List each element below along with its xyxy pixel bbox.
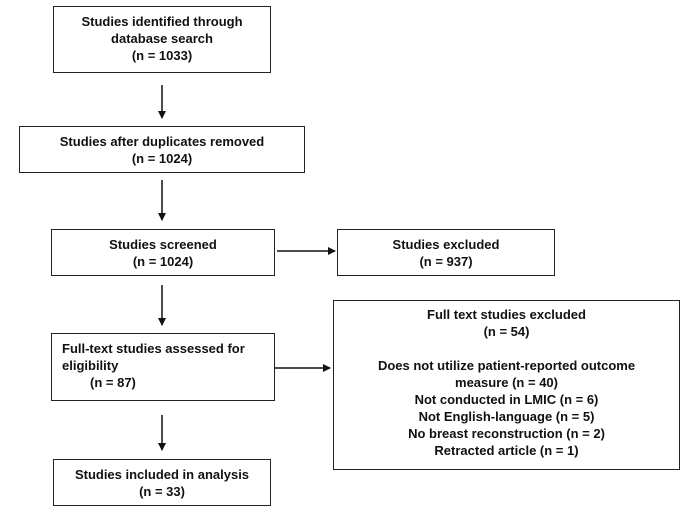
dedup-count: (n = 1024): [131, 151, 193, 166]
reason-line-5: No breast reconstruction (n = 2): [408, 426, 605, 441]
excluded-count: (n = 937): [419, 254, 473, 269]
fulltext-count: (n = 87): [90, 375, 136, 390]
screened-count: (n = 1024): [132, 254, 194, 269]
box-studies-identified: Studies identified through database sear…: [53, 6, 271, 73]
reason-line-3: Not conducted in LMIC (n = 6): [414, 392, 599, 407]
fulltext-line-2: eligibility: [62, 358, 119, 373]
reason-line-4: Not English-language (n = 5): [418, 409, 595, 424]
box-studies-included: Studies included in analysis (n = 33): [53, 459, 271, 506]
identified-count: (n = 1033): [131, 48, 193, 63]
box-full-text-excluded: Full text studies excluded (n = 54) Does…: [333, 300, 680, 470]
screened-line-1: Studies screened: [109, 237, 217, 252]
box-studies-excluded: Studies excluded (n = 937): [337, 229, 555, 276]
spacer: [334, 340, 679, 357]
box-after-duplicates-removed: Studies after duplicates removed (n = 10…: [19, 126, 305, 173]
identified-line-2: database search: [111, 31, 213, 46]
box-studies-screened: Studies screened (n = 1024): [51, 229, 275, 276]
reason-line-1: Does not utilize patient-reported outcom…: [377, 358, 636, 373]
included-line-1: Studies included in analysis: [74, 467, 250, 482]
reason-line-6: Retracted article (n = 1): [434, 443, 579, 458]
included-count: (n = 33): [139, 484, 185, 499]
fulltext-excluded-title: Full text studies excluded: [427, 307, 586, 322]
fulltext-line-1: Full-text studies assessed for: [62, 341, 245, 356]
excluded-line-1: Studies excluded: [392, 237, 500, 252]
dedup-line-1: Studies after duplicates removed: [59, 134, 265, 149]
fulltext-excluded-count: (n = 54): [483, 324, 530, 339]
box-full-text-assessed: Full-text studies assessed for eligibili…: [51, 333, 275, 401]
reason-line-2: measure (n = 40): [455, 375, 558, 390]
identified-line-1: Studies identified through: [81, 14, 243, 29]
